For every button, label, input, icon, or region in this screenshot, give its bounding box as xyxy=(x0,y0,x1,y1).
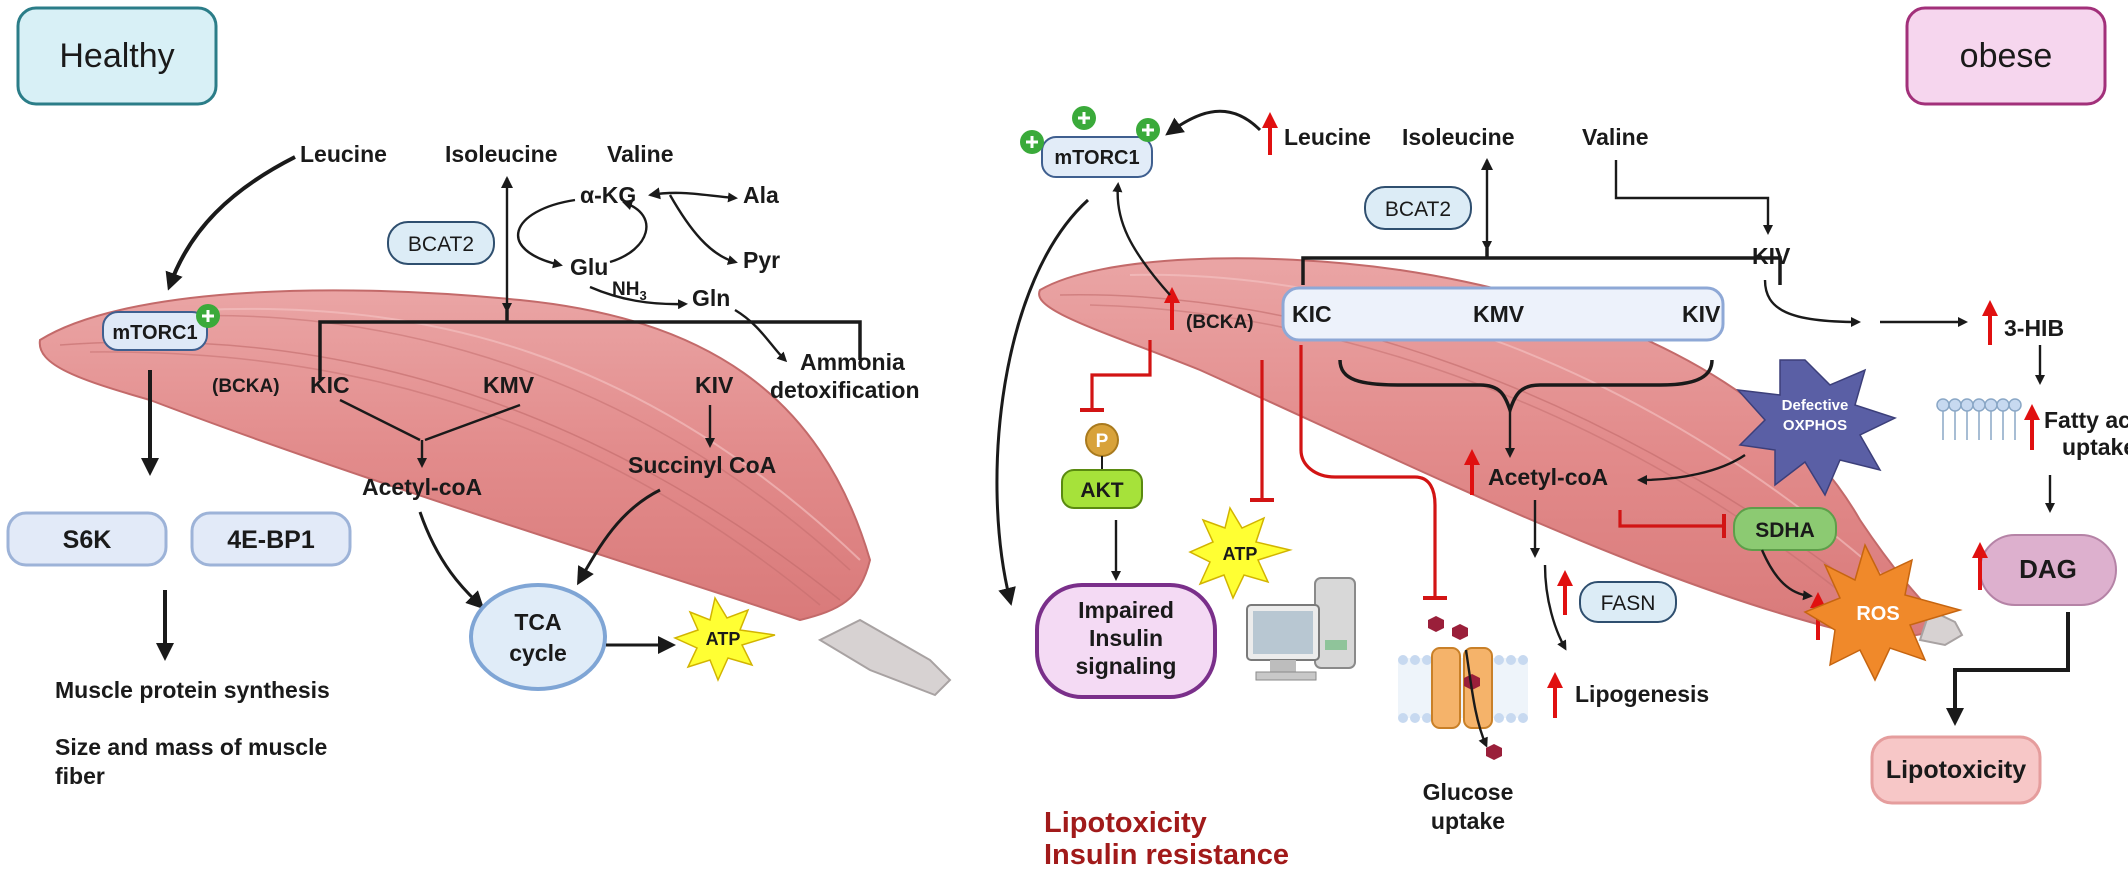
3-hib: 3-HIB xyxy=(2004,315,2064,341)
glucose-transporter-icon xyxy=(1398,616,1528,760)
obese-label-box xyxy=(1905,6,2107,106)
isoleucine: Isoleucine xyxy=(445,141,557,167)
ros-label: ROS xyxy=(1856,603,1899,625)
bcka-box xyxy=(1281,286,1725,342)
akt-label: AKT xyxy=(1080,479,1123,502)
obese-label: obese xyxy=(1960,37,2053,75)
mtorc1-label: mTORC1 xyxy=(1054,147,1139,169)
lipotoxicity-box-label: Lipotoxicity xyxy=(1886,756,2026,784)
impaired-line-2: Insulin xyxy=(1089,625,1163,651)
fasn-label: FASN xyxy=(1601,592,1656,615)
glu: Glu xyxy=(570,254,608,280)
isoleucine: Isoleucine xyxy=(1402,124,1514,150)
healthy-label: Healthy xyxy=(59,37,174,75)
s6k-label: S6K xyxy=(63,526,112,554)
size-mass-line-1: Size and mass of muscle xyxy=(55,734,327,760)
dag-label: DAG xyxy=(2019,554,2077,584)
computer-icon xyxy=(1246,577,1356,681)
bcat2-box xyxy=(1364,186,1472,230)
nh3: NH3 xyxy=(612,279,647,303)
glucose: Glucose xyxy=(1423,779,1514,805)
lipogenesis: Lipogenesis xyxy=(1575,681,1709,707)
atp-star-icon xyxy=(672,596,776,682)
outcome-insulin-resistance: Insulin resistance xyxy=(1044,839,1289,870)
kiv: KIV xyxy=(1682,301,1721,327)
healthy-label-box xyxy=(16,6,218,106)
mtorc1-box xyxy=(102,311,208,351)
sdha-label: SDHA xyxy=(1755,519,1815,542)
detoxification: detoxification xyxy=(770,377,920,403)
kic: KIC xyxy=(310,372,350,398)
impaired-insulin-box xyxy=(1035,583,1217,699)
bcat2-box xyxy=(387,221,495,265)
tca-label-1: TCA xyxy=(514,609,561,635)
gln: Gln xyxy=(692,285,730,311)
kic: KIC xyxy=(1292,301,1332,327)
impaired-line-3: signaling xyxy=(1076,653,1177,679)
4e-bp1-box xyxy=(190,511,352,567)
cell-membrane-icon xyxy=(1936,398,2022,440)
defective-label: Defective xyxy=(1782,397,1849,414)
atp-label: ATP xyxy=(706,629,741,649)
p-label: P xyxy=(1096,431,1109,452)
valine: Valine xyxy=(1582,124,1648,150)
kmv: KMV xyxy=(483,372,535,398)
healthy-muscle-fiber xyxy=(38,289,952,697)
atp-label: ATP xyxy=(1223,544,1258,564)
bcka-label: (BCKA) xyxy=(1186,312,1254,333)
healthy-panel: Healthy Leucine Isoleucine Valine α-KG A… xyxy=(6,6,952,789)
leucine: Leucine xyxy=(300,141,387,167)
sdha-box xyxy=(1733,507,1837,551)
ros-star-icon xyxy=(1803,542,1963,682)
ala: Ala xyxy=(743,182,779,208)
valine: Valine xyxy=(607,141,673,167)
muscle-protein-synthesis: Muscle protein synthesis xyxy=(55,677,330,703)
oxphos-label: OXPHOS xyxy=(1783,417,1847,434)
4e-bp1-label: 4E-BP1 xyxy=(227,526,315,554)
kiv: KIV xyxy=(695,372,734,398)
fatty-acid-uptake: uptake xyxy=(2062,434,2128,460)
succinyl-coa: Succinyl CoA xyxy=(628,452,776,478)
glucose-uptake: uptake xyxy=(1431,808,1505,834)
acetyl-coa: Acetyl-coA xyxy=(362,474,482,500)
impaired-line-1: Impaired xyxy=(1078,597,1174,623)
leucine: Leucine xyxy=(1284,124,1371,150)
kiv-side: KIV xyxy=(1752,243,1791,269)
tca-cycle xyxy=(469,583,607,691)
s6k-box xyxy=(6,511,168,567)
fasn-box xyxy=(1579,581,1677,623)
lipotoxicity-box xyxy=(1870,735,2042,805)
akt-box xyxy=(1061,469,1143,509)
acetyl-coa: Acetyl-coA xyxy=(1488,464,1608,490)
ammonia: Ammonia xyxy=(800,349,905,375)
size-mass-line-2: fiber xyxy=(55,763,105,789)
tca-label-2: cycle xyxy=(509,640,567,666)
defective-oxphos-star-icon xyxy=(1736,359,1898,497)
kmv: KMV xyxy=(1473,301,1525,327)
bcat2-label: BCAT2 xyxy=(1385,198,1451,221)
outcome-lipotoxicity: Lipotoxicity xyxy=(1044,807,1207,839)
fatty-acid: Fatty acid xyxy=(2044,407,2128,433)
obese-panel: obese mTORC1 Leucine Isoleucine Valine B… xyxy=(995,6,2128,871)
atp-star-icon xyxy=(1188,506,1293,600)
pyr: Pyr xyxy=(743,247,780,273)
bcat2-label: BCAT2 xyxy=(408,233,474,256)
mtorc1-box xyxy=(1041,136,1153,178)
bcka-label: (BCKA) xyxy=(212,376,280,397)
mtorc1-label: mTORC1 xyxy=(112,322,197,344)
